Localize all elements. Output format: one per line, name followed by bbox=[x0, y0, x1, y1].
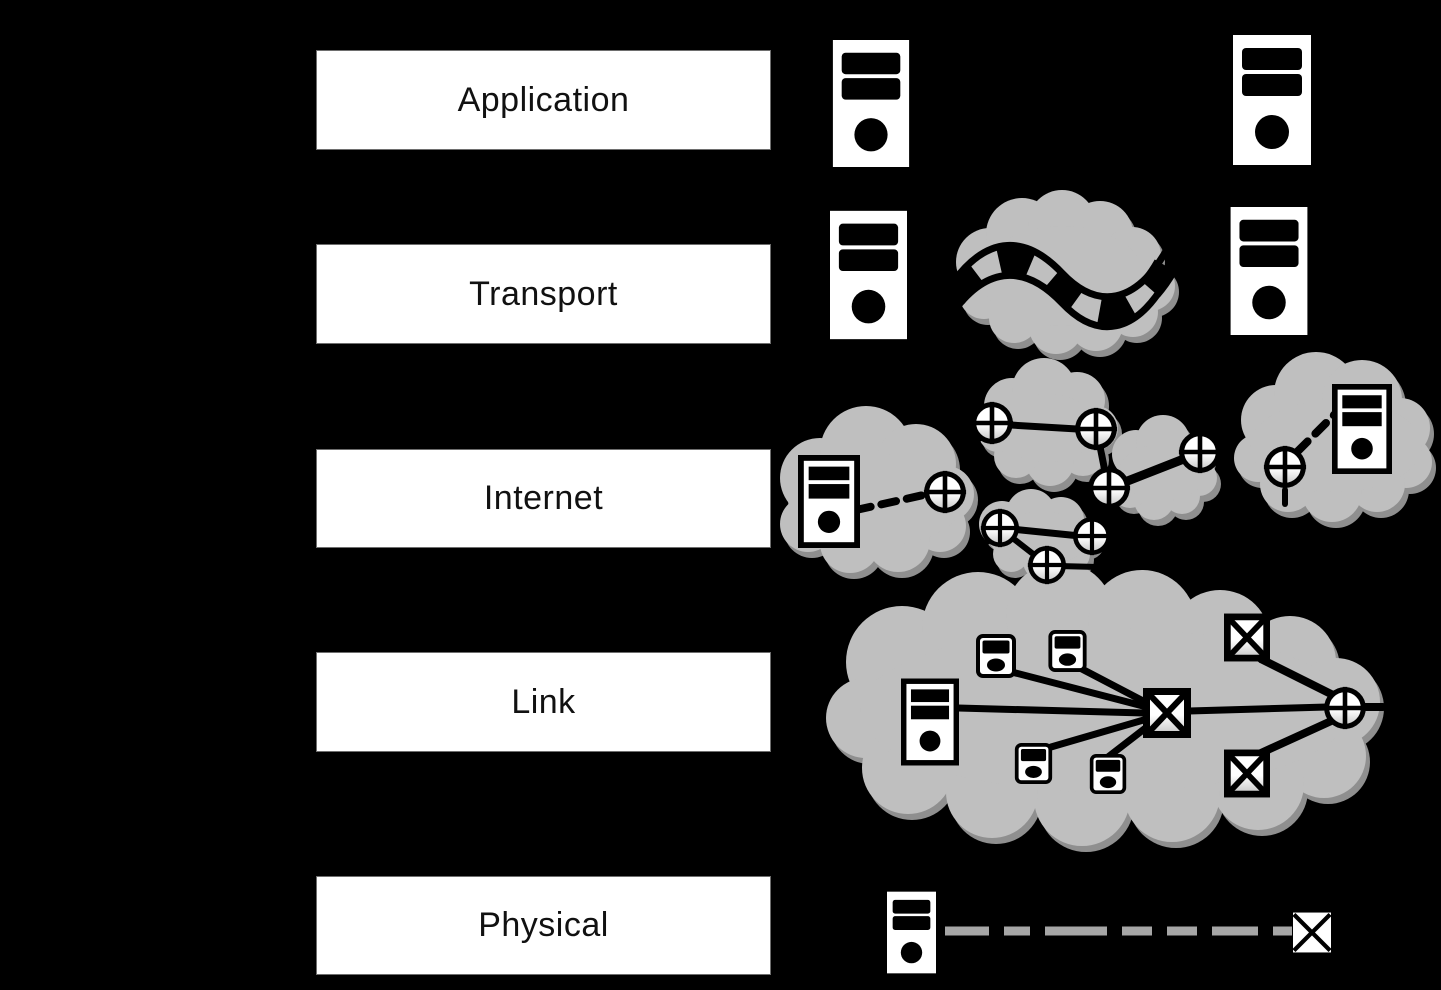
transport-network-cloud-icon bbox=[956, 190, 1179, 360]
router-icon bbox=[1179, 431, 1221, 473]
layer-box-internet: Internet bbox=[316, 449, 771, 548]
layer-label-application: Application bbox=[457, 80, 630, 119]
application-host-right-icon bbox=[1233, 35, 1311, 165]
router-icon bbox=[971, 402, 1013, 444]
layer-box-physical: Physical bbox=[316, 876, 771, 975]
link-lan-links bbox=[954, 655, 1387, 761]
link-host-icon bbox=[1089, 754, 1127, 794]
link-lan-cloud-icon bbox=[826, 562, 1384, 852]
transport-host-left-icon bbox=[830, 210, 907, 340]
router-icon bbox=[1075, 408, 1117, 450]
internet-links bbox=[852, 405, 1344, 570]
layer-label-link: Link bbox=[511, 682, 576, 721]
layer-box-link: Link bbox=[316, 652, 771, 752]
router-icon bbox=[1028, 546, 1066, 584]
router-icon bbox=[981, 509, 1019, 547]
router-icon bbox=[1088, 467, 1130, 509]
link-host-icon bbox=[1014, 743, 1053, 784]
application-host-left-icon bbox=[832, 40, 910, 167]
switch-icon bbox=[1293, 913, 1331, 953]
internet-cloud-right-icon bbox=[1234, 352, 1436, 528]
internet-cloud-mid-right-icon bbox=[1112, 415, 1221, 526]
switch-icon bbox=[1227, 753, 1266, 794]
layer-box-transport: Transport bbox=[316, 244, 771, 344]
internet-host-right-icon bbox=[1335, 387, 1389, 471]
switch-icon bbox=[1227, 617, 1266, 658]
router-icon bbox=[1073, 517, 1111, 555]
layer-box-application: Application bbox=[316, 50, 771, 150]
internet-cloud-left-icon bbox=[780, 406, 978, 579]
transport-host-right-icon bbox=[1230, 207, 1308, 335]
transport-pipe-icon bbox=[943, 241, 1178, 331]
link-host-computer-icon bbox=[904, 681, 957, 763]
internet-cloud-top-icon bbox=[978, 358, 1122, 492]
layer-label-transport: Transport bbox=[469, 274, 618, 313]
layer-label-internet: Internet bbox=[483, 479, 604, 517]
router-icon bbox=[1264, 446, 1306, 488]
layer-label-physical: Physical bbox=[478, 906, 609, 944]
link-host-icon bbox=[976, 634, 1016, 678]
link-host-icon bbox=[1050, 632, 1084, 670]
router-icon bbox=[1324, 687, 1366, 729]
switch-icon bbox=[1147, 692, 1188, 735]
internet-host-left-icon bbox=[801, 458, 857, 545]
internet-cloud-bottom-icon bbox=[979, 489, 1105, 587]
physical-host-icon bbox=[887, 891, 936, 974]
router-icon bbox=[924, 471, 966, 513]
